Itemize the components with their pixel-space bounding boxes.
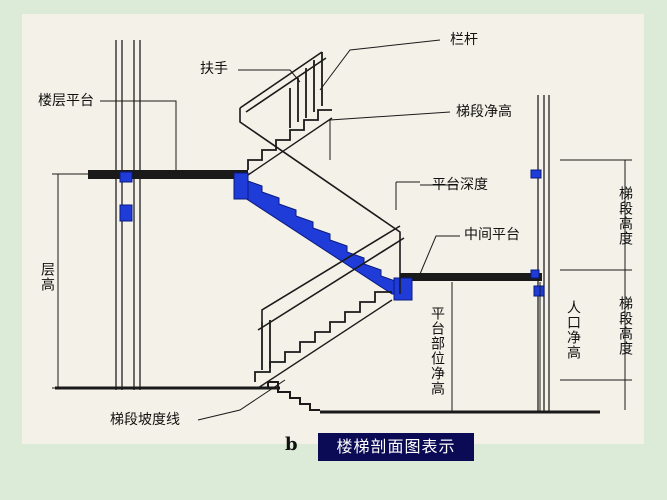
railing-label: 栏杆 <box>450 32 478 48</box>
upper-flight <box>247 109 332 170</box>
caption-box: 楼梯剖面图表示 <box>318 433 474 461</box>
railing-posts <box>261 52 323 370</box>
upper-flight-height-label: 梯段高度 <box>617 186 633 246</box>
flight-clearance-label: 梯段净高 <box>456 104 512 120</box>
floor-landing-label: 楼层平台 <box>38 93 94 109</box>
right-wall <box>537 95 550 412</box>
lower-flight-height-label: 梯段高度 <box>617 296 633 356</box>
ground-lines <box>55 381 600 414</box>
slope-line-label: 梯段坡度线 <box>110 412 180 428</box>
mid-landing-slab <box>400 273 542 281</box>
lower-flight <box>254 291 392 382</box>
floor-landing-slab <box>88 170 248 179</box>
blue-blocks <box>119 169 545 301</box>
landing-depth-label: 平台深度 <box>432 177 488 193</box>
landing-clearance-label: 平台部位净高 <box>429 306 445 396</box>
leader-lines <box>100 39 460 421</box>
handrail-label: 扶手 <box>200 61 228 77</box>
highlighted-flight <box>244 179 399 295</box>
floor-height-label: 层高 <box>39 262 55 292</box>
subfigure-label: b <box>285 434 298 455</box>
mid-landing-label: 中间平台 <box>464 227 520 243</box>
dimension-lines <box>52 159 632 412</box>
handrails <box>239 51 405 331</box>
entrance-clearance-label: 人口净高 <box>565 300 581 360</box>
